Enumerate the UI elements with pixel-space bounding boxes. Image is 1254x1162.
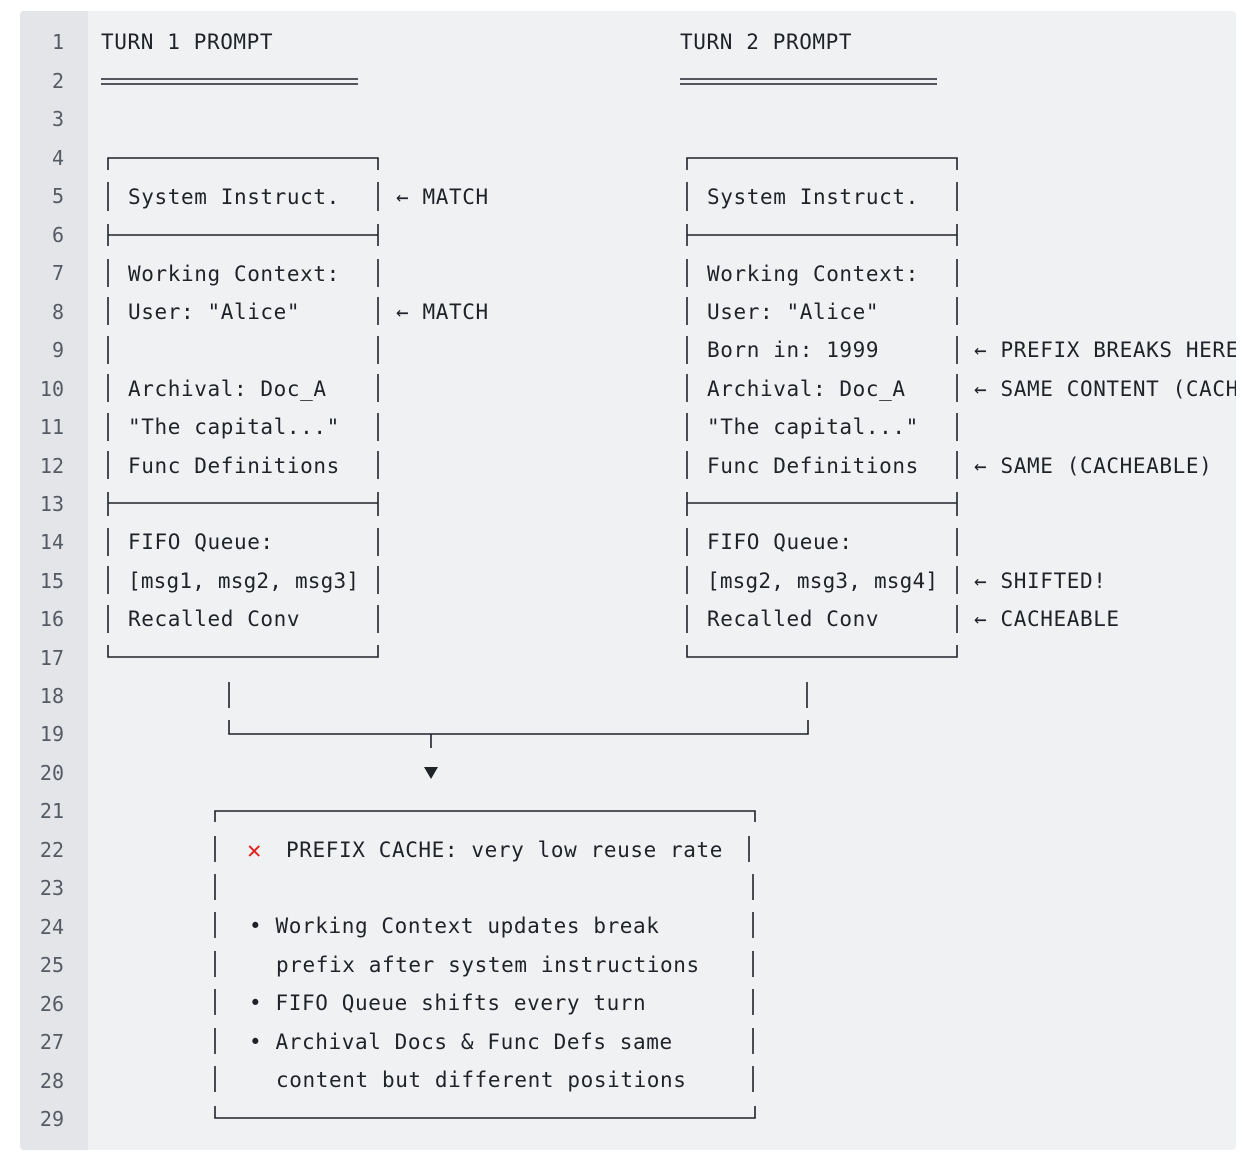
prefix-breaks-annotation: ← PREFIX BREAKS HERE	[974, 338, 1236, 362]
down-arrow-icon	[424, 767, 438, 779]
result-bullet-3: • Archival Docs & Func Defs same	[249, 1030, 673, 1054]
line-number: 21	[39, 799, 64, 823]
result-box-top	[214, 810, 756, 822]
line-number: 13	[39, 492, 64, 516]
turn1-recalled-conv: Recalled Conv	[128, 607, 301, 631]
match-annotation: ← MATCH	[396, 185, 489, 209]
line-number: 23	[39, 876, 64, 900]
turn1-system-instruct: System Instruct.	[128, 185, 340, 209]
turn1-archival: Archival: Doc_A	[128, 377, 327, 401]
result-box-bottom	[214, 1106, 756, 1119]
line-number: 16	[39, 607, 64, 631]
turn1-messages: [msg1, msg2, msg3]	[128, 569, 360, 593]
line-number: 9	[51, 338, 64, 362]
shifted-annotation: ← SHIFTED!	[974, 569, 1107, 593]
line-number: 29	[39, 1107, 64, 1131]
red-x-icon: ✕	[247, 836, 263, 864]
turn1-user: User: "Alice"	[128, 300, 301, 324]
annotation-clip: ← PREFIX BREAKS HERE ← SAME CONTENT (CAC…	[974, 0, 1236, 1162]
turn2-box-top	[686, 157, 958, 170]
line-number: 11	[39, 415, 64, 439]
match-annotation: ← MATCH	[396, 300, 489, 324]
line-number: 3	[51, 107, 64, 131]
line-number-gutter: 1 2 3 4 5 6 7 8 9 10 11 12 13 14 15 16 1…	[20, 11, 88, 1150]
cacheable-annotation: ← CACHEABLE	[974, 607, 1120, 631]
turn1-fifo-queue: FIFO Queue:	[128, 530, 274, 554]
merge-connector	[228, 720, 809, 735]
turn1-box-top	[107, 157, 379, 170]
result-title: PREFIX CACHE: very low reuse rate	[286, 838, 724, 862]
result-bullet-2: • FIFO Queue shifts every turn	[249, 991, 647, 1015]
line-number: 12	[39, 454, 64, 478]
turn1-func-defs: Func Definitions	[128, 454, 340, 478]
line-number: 1	[51, 30, 64, 54]
line-number: 6	[51, 223, 64, 247]
line-number: 15	[39, 569, 64, 593]
turn1-capital: "The capital..."	[128, 415, 340, 439]
line-number: 7	[51, 261, 64, 285]
turn2-func-defs: Func Definitions	[707, 454, 919, 478]
line-number: 28	[39, 1069, 64, 1093]
line-number: 20	[39, 761, 64, 785]
result-bullet-1: • Working Context updates break	[249, 914, 660, 938]
turn1-box-bottom	[107, 645, 379, 658]
line-number: 4	[51, 146, 64, 170]
line-number: 18	[39, 684, 64, 708]
line-number: 26	[39, 992, 64, 1016]
same-cacheable-annotation: ← SAME (CACHEABLE)	[974, 454, 1213, 478]
turn1-working-context: Working Context:	[128, 262, 340, 286]
result-bullet-1-cont: prefix after system instructions	[276, 953, 700, 977]
line-number: 2	[51, 69, 64, 93]
turn2-user: User: "Alice"	[707, 300, 880, 324]
code-block: 1 2 3 4 5 6 7 8 9 10 11 12 13 14 15 16 1…	[20, 11, 1236, 1150]
turn2-working-context: Working Context:	[707, 262, 919, 286]
turn2-system-instruct: System Instruct.	[707, 185, 919, 209]
result-bullet-3-cont: content but different positions	[276, 1068, 687, 1092]
line-number: 10	[39, 377, 64, 401]
line-number: 8	[51, 300, 64, 324]
line-number: 24	[39, 915, 64, 939]
turn2-fifo-queue: FIFO Queue:	[707, 530, 853, 554]
line-number: 25	[39, 953, 64, 977]
turn2-capital: "The capital..."	[707, 415, 919, 439]
line-number: 17	[39, 646, 64, 670]
turn2-box-bottom	[686, 645, 958, 658]
turn2-title: TURN 2 PROMPT	[680, 30, 853, 54]
line-number: 22	[39, 838, 64, 862]
turn2-messages: [msg2, msg3, msg4]	[707, 569, 939, 593]
turn2-archival: Archival: Doc_A	[707, 377, 906, 401]
turn2-born-in: Born in: 1999	[707, 338, 880, 362]
turn2-recalled-conv: Recalled Conv	[707, 607, 880, 631]
line-number: 5	[51, 184, 64, 208]
line-number: 19	[39, 722, 64, 746]
line-number: 27	[39, 1030, 64, 1054]
same-content-annotation: ← SAME CONTENT (CACHEABLE)	[974, 377, 1236, 401]
line-number: 14	[39, 530, 64, 554]
turn1-title: TURN 1 PROMPT	[101, 30, 274, 54]
